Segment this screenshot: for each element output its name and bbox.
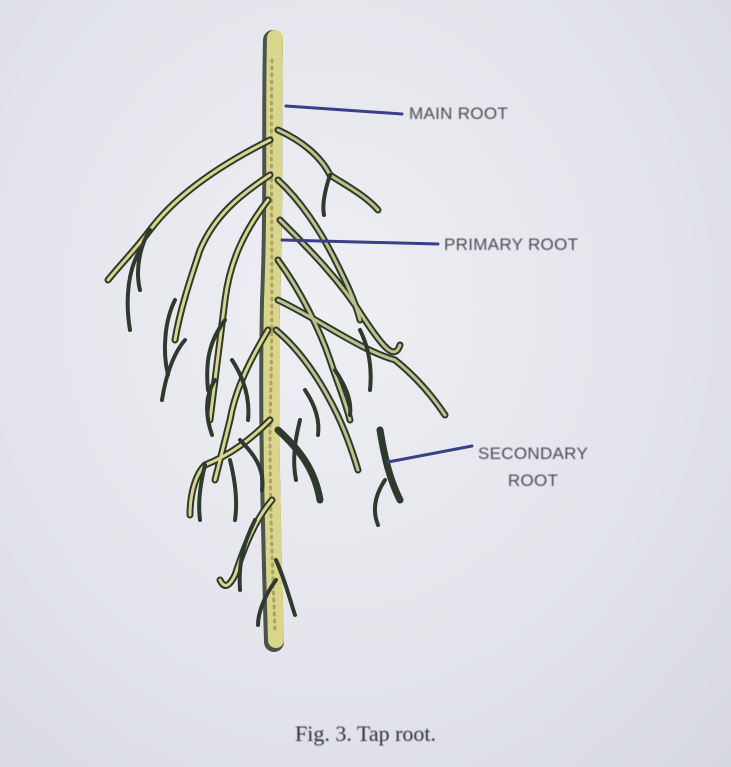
secondary-root-label: SECONDARY ROOT: [478, 440, 588, 494]
figure-caption: Fig. 3. Tap root.: [0, 721, 731, 747]
main-root-leader-line: [286, 106, 402, 114]
main-root-label: MAIN ROOT: [409, 104, 508, 124]
secondary-root-leader-line: [388, 446, 472, 462]
secondary-root-label-line2: ROOT: [478, 467, 588, 494]
primary-root-label: PRIMARY ROOT: [444, 235, 578, 255]
root-system: [108, 38, 445, 642]
secondary-root-label-line1: SECONDARY: [478, 440, 588, 467]
primary-roots-left: [108, 140, 272, 585]
